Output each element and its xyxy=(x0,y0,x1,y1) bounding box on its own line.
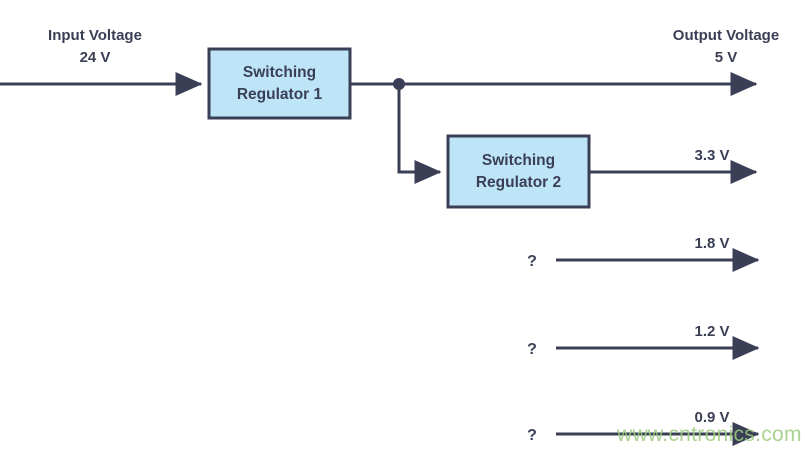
regulator-1-label-line1: Switching xyxy=(243,64,316,81)
rail-0v9-label: 0.9 V xyxy=(694,409,729,426)
regulator-1-box[interactable] xyxy=(207,47,352,120)
regulator-2-box[interactable] xyxy=(446,134,591,209)
input-voltage-label-line2: 24 V xyxy=(80,49,111,66)
input-voltage-label-line1: Input Voltage xyxy=(48,27,142,44)
rail-1v2-source-question-mark: ? xyxy=(527,341,537,358)
branch-to-regulator-2-wire xyxy=(397,84,442,184)
regulator-1-label-line2: Regulator 1 xyxy=(237,86,323,103)
regulator-2-label-line1: Switching xyxy=(482,152,555,169)
site-watermark: www.cntronics.com xyxy=(616,423,802,446)
rail-1v2-label: 1.2 V xyxy=(694,323,729,340)
output-voltage-label-line2: 5 V xyxy=(715,49,738,66)
rail-3v3-label: 3.3 V xyxy=(694,147,729,164)
output-voltage-label-line1: Output Voltage xyxy=(673,27,779,44)
rail-0v9-source-question-mark: ? xyxy=(527,427,537,444)
regulator-2-label-line2: Regulator 2 xyxy=(476,174,561,191)
rail-1v8-source-question-mark: ? xyxy=(527,253,537,270)
rail-1v8-label: 1.8 V xyxy=(694,235,729,252)
